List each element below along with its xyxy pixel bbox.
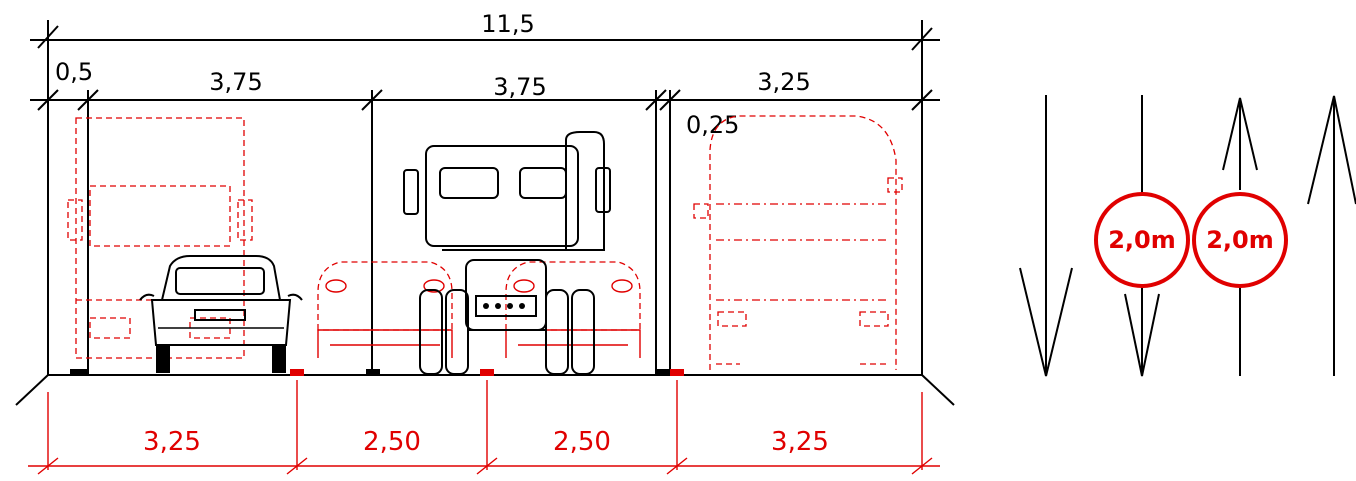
width-sign-left: 2,0m bbox=[1094, 192, 1190, 288]
lane-boundaries bbox=[47, 20, 923, 375]
down-arrow-icon bbox=[1019, 95, 1073, 377]
up-arrow-icon bbox=[1307, 95, 1356, 376]
lane-3-dimension-label: 3,25 bbox=[757, 68, 810, 96]
width-sign-left-label: 2,0m bbox=[1108, 226, 1176, 254]
black-truck-front-view bbox=[403, 131, 611, 375]
lane-marking-black bbox=[70, 369, 88, 376]
width-sign-right: 2,0m bbox=[1192, 192, 1288, 288]
right-tire bbox=[272, 345, 286, 373]
down-arrow-with-sign-icon bbox=[1124, 95, 1160, 377]
lane-2-dimension-label: 3,75 bbox=[493, 73, 546, 101]
red-dashed-truck-left bbox=[67, 117, 253, 359]
lane-marking-red bbox=[290, 369, 304, 376]
red-dashed-bus-right bbox=[693, 115, 903, 370]
up-arrow-with-sign-icon bbox=[1222, 97, 1258, 376]
bottom-dim-label-1: 3,25 bbox=[143, 427, 201, 457]
left-slope-line bbox=[15, 374, 49, 406]
bottom-dimension-system: 3,25 2,50 2,50 3,25 bbox=[28, 380, 940, 475]
right-slope-line bbox=[921, 374, 955, 406]
left-tire bbox=[156, 345, 170, 373]
bottom-dim-label-3: 2,50 bbox=[553, 427, 611, 457]
bottom-dim-label-2: 2,50 bbox=[363, 427, 421, 457]
lane-1-dimension-label: 3,75 bbox=[209, 68, 262, 96]
lane-marking-red bbox=[670, 369, 684, 376]
road-surface bbox=[15, 369, 955, 406]
lane-marking-red bbox=[480, 369, 494, 376]
traffic-direction-legend: 2,0m 2,0m bbox=[1019, 95, 1356, 377]
left-edge-dimension-label: 0,5 bbox=[55, 58, 93, 86]
width-sign-right-label: 2,0m bbox=[1206, 226, 1274, 254]
top-dimension-system: 11,5 0,5 3,75 3,75 3,25 0,25 bbox=[30, 10, 940, 139]
black-car-rear-view bbox=[139, 255, 303, 373]
lane-marking-black bbox=[366, 369, 380, 376]
overall-dimension-label: 11,5 bbox=[481, 10, 534, 38]
lane-marking-black bbox=[656, 369, 670, 376]
red-dashed-car-middle bbox=[317, 261, 641, 358]
bottom-dim-label-4: 3,25 bbox=[771, 427, 829, 457]
